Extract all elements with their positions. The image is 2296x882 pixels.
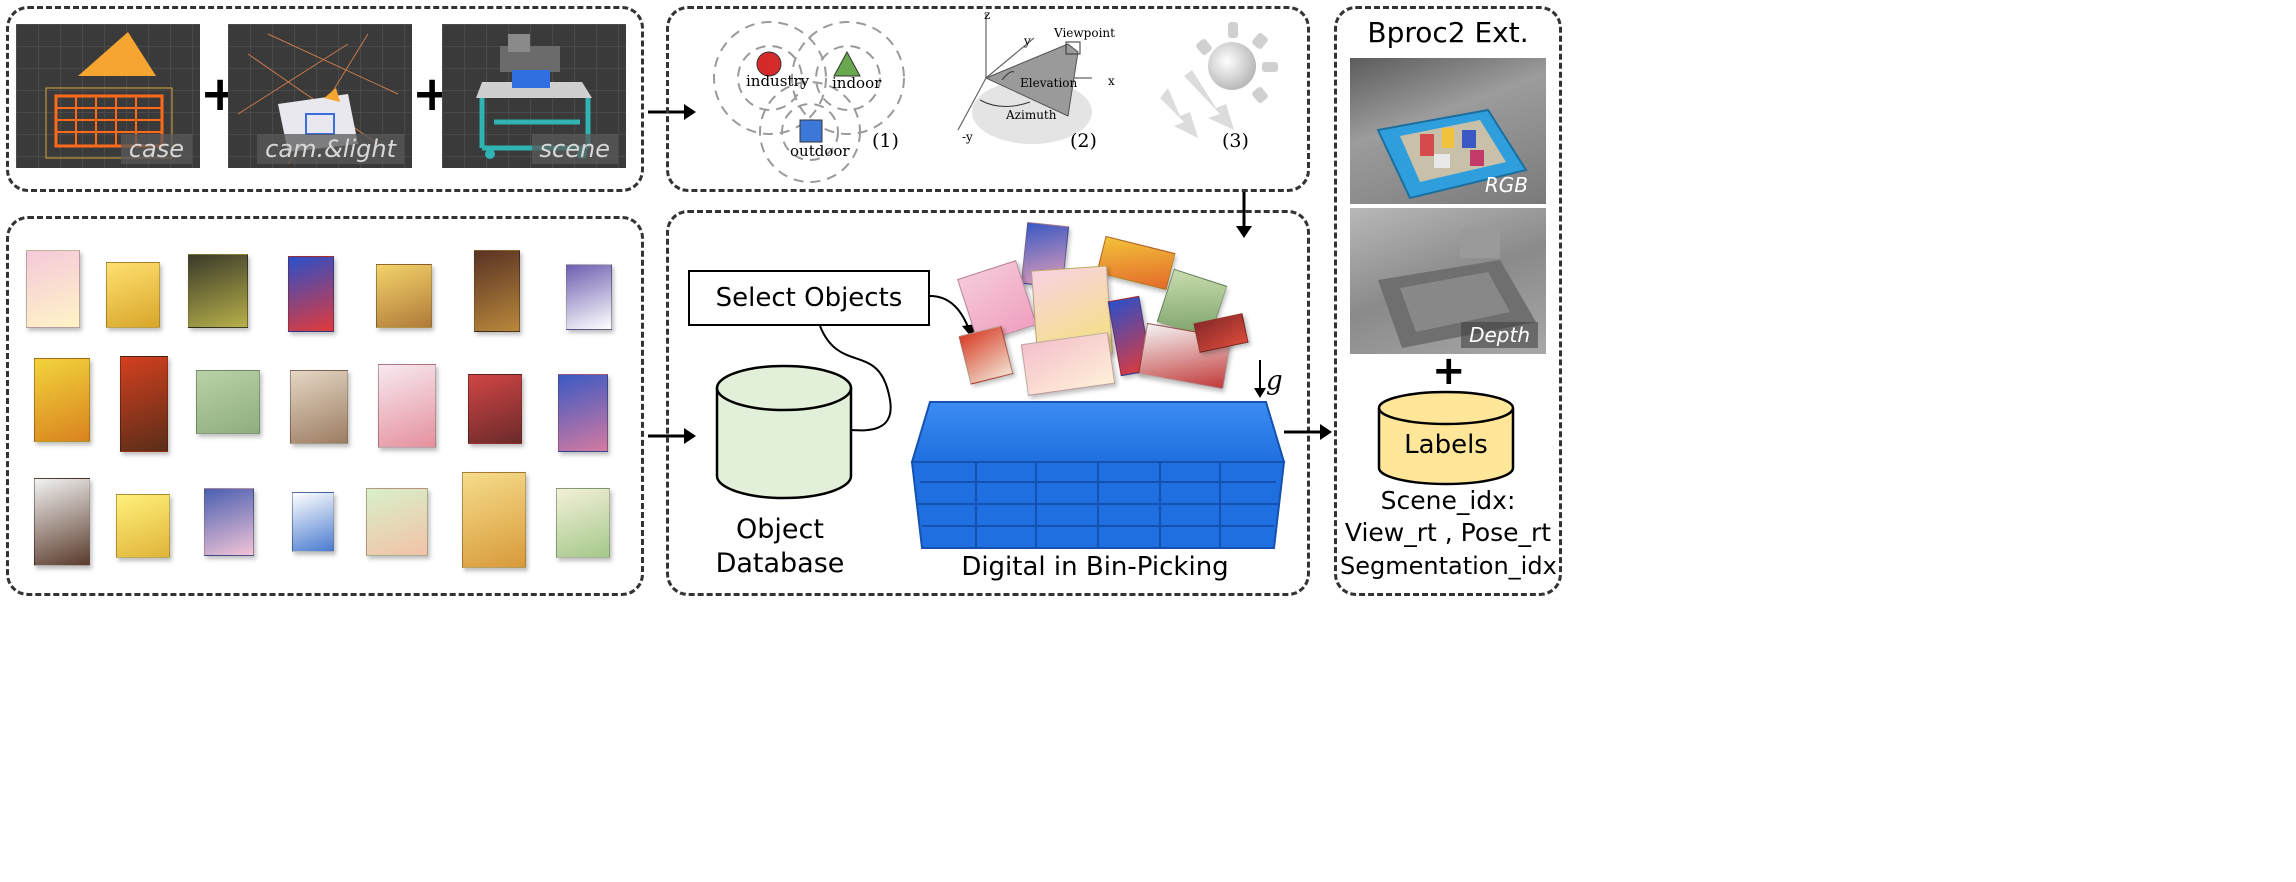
case-render [45,32,173,159]
sun-light-icon [1160,22,1278,138]
output-panel [1334,6,1562,596]
product-box [558,374,608,452]
axis-x: x [1108,74,1115,88]
industry-marker [756,51,782,77]
scene-render [476,34,592,159]
product-box [366,488,428,556]
product-box [196,370,260,434]
select-objects-box: Select Objects [688,270,930,326]
product-box [26,250,80,328]
select-objects-label: Select Objects [715,283,903,313]
rgb-label: RGB [1484,173,1528,197]
product-box [468,374,522,444]
depth-image: Depth [1350,208,1546,354]
randomization-panel [666,6,1310,192]
marker-1: (1) [872,130,899,152]
output-title: Bproc2 Ext. [1367,16,1529,49]
axis-z: z [984,8,991,22]
simulation-panel [666,210,1310,596]
azimuth-label: Azimuth [1006,108,1057,122]
camera-light-label: cam.&light [257,134,404,164]
product-box [474,250,520,332]
arrow-simulation-to-output [1284,424,1332,440]
marker-2: (2) [1070,130,1097,152]
product-box [462,472,526,568]
outdoor-label: outdoor [790,142,850,160]
axis-neg-y: -y [962,130,973,144]
product-box [290,370,348,444]
rgb-image: RGB [1350,58,1546,204]
indoor-marker [833,50,861,77]
scene-label: scene [531,134,618,164]
domain-circles [713,21,905,183]
asset-panel [6,6,644,192]
product-box [106,262,160,328]
viewpoint-label: Viewpoint [1054,26,1115,40]
gravity-arrow [1254,360,1266,398]
output-line-view-pose: View_rt , Pose_rt [1344,518,1552,547]
product-box [34,358,90,442]
case-thumbnail: case [16,24,200,168]
bin-caption: Digital in Bin-Picking [961,552,1229,582]
camera-geometry-diagram [957,14,1092,144]
object-database-cylinder [715,364,853,500]
database-label-line1: Object [736,514,824,545]
axis-y: y [1024,34,1031,48]
elevation-label: Elevation [1020,76,1078,90]
product-box [188,254,248,328]
case-label: case [120,134,192,164]
product-box [566,264,612,330]
output-line-scene: Scene_idx: [1380,486,1516,515]
product-box [556,488,610,558]
product-box [292,492,334,552]
industry-label: industry [746,72,810,90]
marker-3: (3) [1222,130,1249,152]
product-box [204,488,254,556]
product-box [116,494,170,558]
outdoor-marker [799,119,823,143]
scene-thumbnail: scene [442,24,626,168]
database-label-line2: Database [715,548,845,579]
product-box [120,356,168,452]
labels-db-label: Labels [1404,430,1488,460]
indoor-label: indoor [832,74,882,92]
picking-bin [910,401,1286,549]
output-line-segmentation: Segmentation_idx [1340,552,1557,580]
labels-cylinder [1377,390,1515,486]
rgb-render [1376,108,1528,200]
camera-light-thumbnail: cam.&light [228,24,412,168]
product-box [376,264,432,328]
product-box [34,478,90,566]
depth-label: Depth [1461,322,1538,348]
gravity-label: g [1266,366,1283,396]
object-gallery-panel [6,216,644,596]
product-box [378,364,436,448]
product-box [288,256,334,332]
plus-sign-output: + [1432,348,1466,394]
